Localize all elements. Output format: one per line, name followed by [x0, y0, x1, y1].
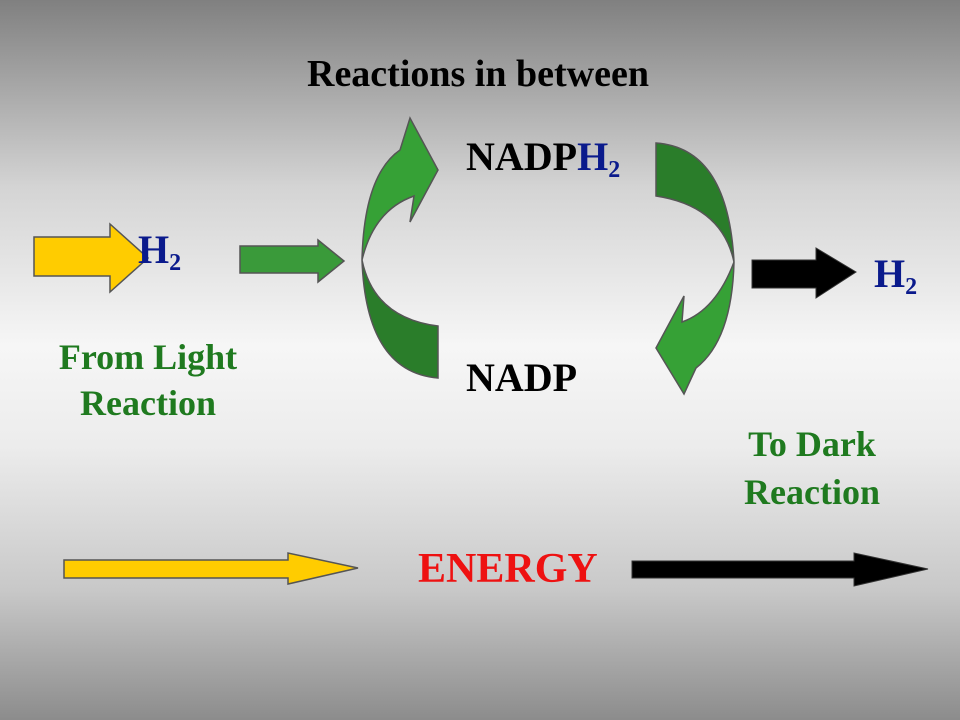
from-light-line-1: From Light: [58, 337, 238, 377]
black-output-arrow: [751, 247, 857, 299]
cycle-arrow-left-upper: [361, 116, 439, 261]
energy-label: ENERGY: [418, 546, 598, 592]
cycle-arrow-left-lower: [361, 259, 439, 379]
to-dark-line-1: To Dark: [748, 424, 876, 464]
nadp-label: NADP: [466, 355, 578, 400]
nadph2-label: NADPH2: [466, 134, 621, 184]
green-input-arrow: [239, 238, 346, 284]
energy-yellow-arrow: [63, 552, 359, 585]
from-light-line-2: Reaction: [80, 383, 216, 423]
cycle-arrow-right-lower: [655, 261, 735, 396]
yellow-input-arrow: [33, 222, 150, 294]
h2-left-label: H2: [138, 227, 182, 277]
to-dark-reaction-label: To Dark Reaction: [712, 420, 912, 516]
energy-black-arrow: [631, 552, 929, 587]
cycle-arrow-right-upper: [655, 142, 735, 263]
h2-right-label: H2: [874, 251, 918, 301]
from-light-reaction-label: From Light Reaction: [18, 334, 278, 426]
to-dark-line-2: Reaction: [744, 472, 880, 512]
slide-title: Reactions in between: [307, 53, 649, 95]
